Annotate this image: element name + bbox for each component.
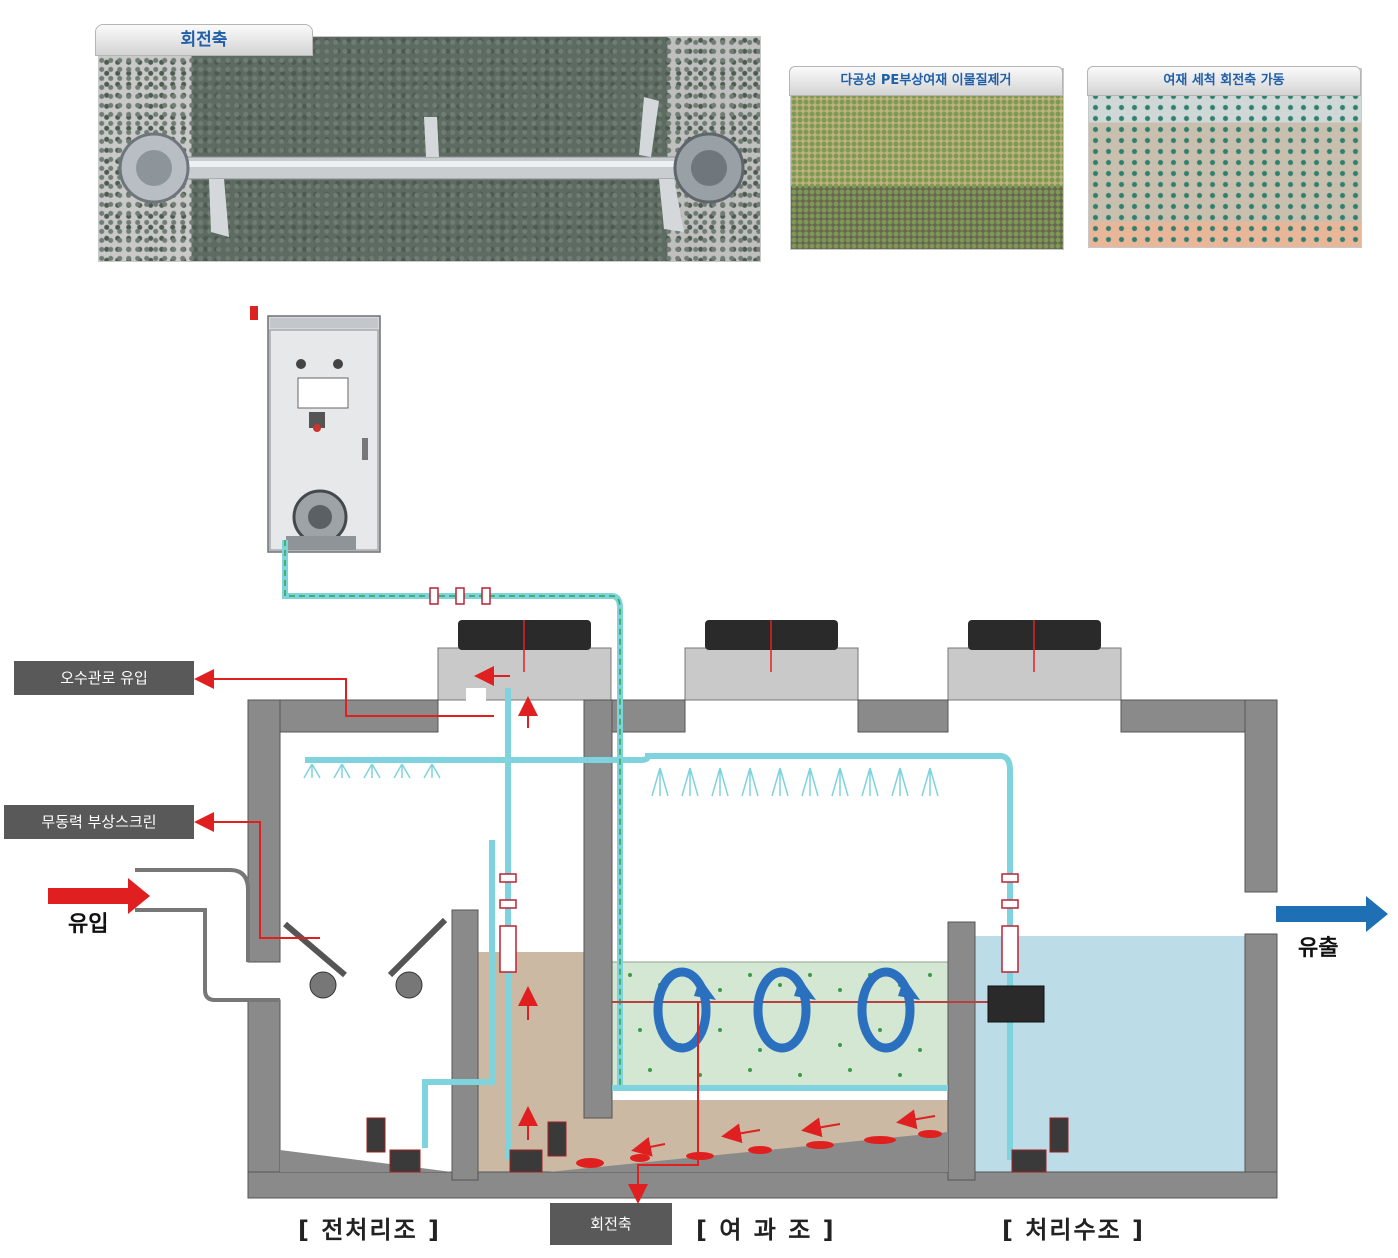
rotation-arrows xyxy=(653,967,915,1053)
media-wash-photo-tab: 여재 세척 회전축 가동 xyxy=(1087,66,1361,96)
flow-arrows xyxy=(194,666,936,1204)
spray-nozzles xyxy=(303,763,939,797)
sludge-deposits xyxy=(576,1130,942,1168)
manhole-covers xyxy=(437,620,1122,701)
inflow-pipe xyxy=(135,868,280,1002)
outflow-arrow xyxy=(1276,896,1388,932)
outflow-label: 유출 xyxy=(1298,936,1339,961)
floating-screen xyxy=(283,917,448,999)
inflow-label: 유입 xyxy=(68,912,109,937)
pretreatment-tank-label: [ 전처리조 ] xyxy=(298,1216,441,1244)
submersible-pumps xyxy=(366,1117,1069,1173)
callout-sewer-inflow: 오수관로 유입 xyxy=(14,661,194,695)
pipe-network xyxy=(282,540,1013,1160)
media-wash-photo xyxy=(1088,68,1362,248)
rotating-shaft-photo xyxy=(98,36,761,262)
pe-media-photo xyxy=(790,68,1064,250)
tank-walls xyxy=(247,688,1278,1199)
callout-floating-screen: 무동력 부상스크린 xyxy=(4,805,194,839)
pe-media-photo-tab: 다공성 PE부상여재 이물질제거 xyxy=(789,66,1063,96)
valves xyxy=(429,587,1019,973)
treated-water xyxy=(975,936,1277,1176)
treated-water-tank-label: [ 처리수조 ] xyxy=(1002,1216,1145,1244)
filtration-tank-label: [ 여 과 조 ] xyxy=(696,1216,836,1244)
inflow-arrow xyxy=(48,878,150,914)
callout-rotating-shaft: 회전축 xyxy=(550,1203,672,1245)
shaft-illustration xyxy=(118,97,745,237)
control-panel xyxy=(250,306,381,553)
rotating-shaft-photo-tab: 회전축 xyxy=(95,24,313,56)
shaft-motor xyxy=(987,985,1045,1023)
